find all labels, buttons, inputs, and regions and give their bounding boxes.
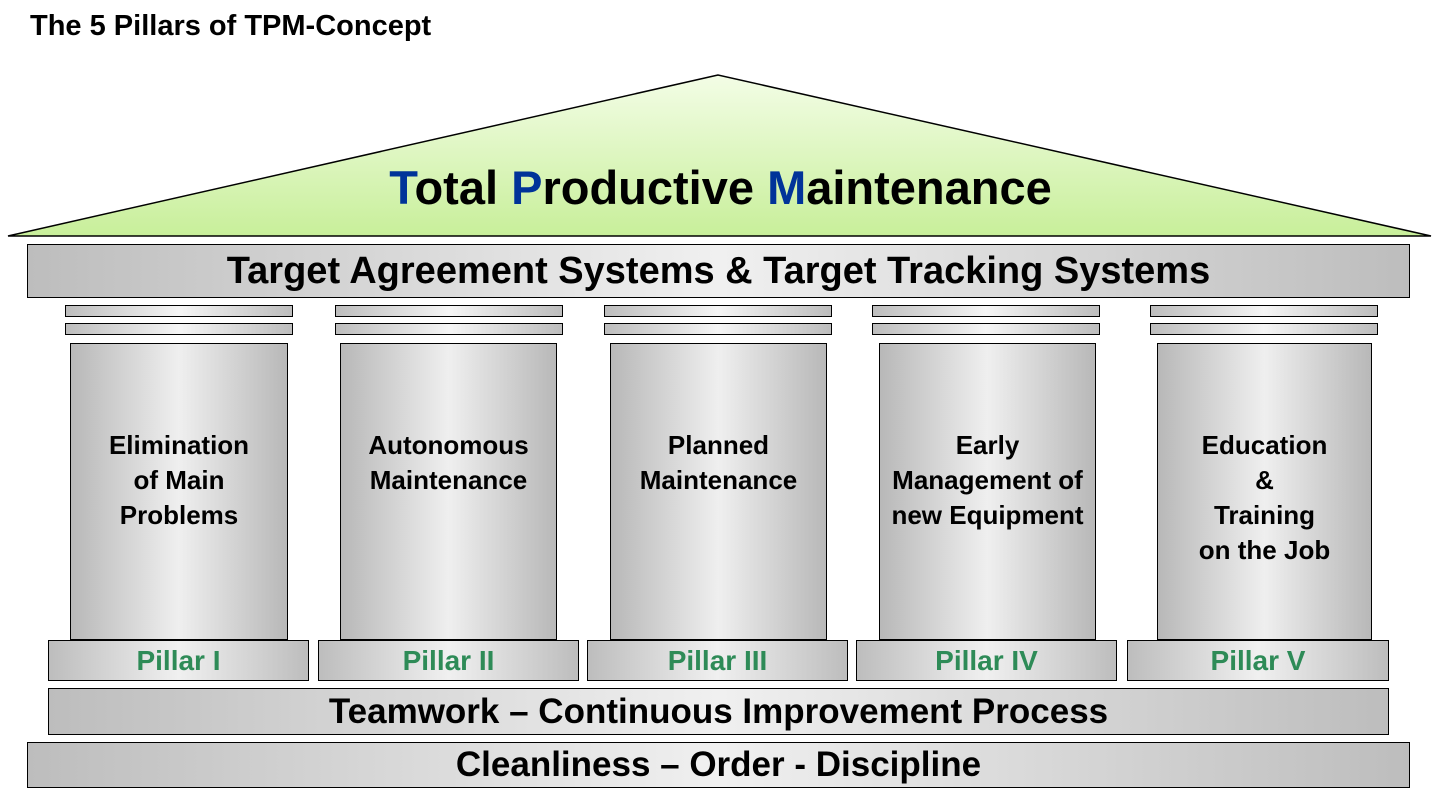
pillar-3-shaft: Planned Maintenance [610,343,827,640]
pillar-1-line: Elimination [108,430,250,460]
roof-initial-t: T [389,161,415,214]
pillar-1-shaft: Elimination of Main Problems [70,343,288,640]
pillar-5-shaft: Education & Training on the Job [1157,343,1372,640]
roof-word-2: roductive [542,161,754,214]
pillar-1-line: of Main [133,465,225,495]
pillar-2-line: Autonomous [368,430,529,460]
pillar-2-text: Autonomous Maintenance [368,428,528,639]
target-systems-beam: Target Agreement Systems & Target Tracki… [27,244,1410,298]
pillar-2-shaft: Autonomous Maintenance [340,343,557,640]
roof-initial-p: P [511,161,543,214]
page-title: The 5 Pillars of TPM-Concept [30,10,432,42]
pillar-4-line: Management of [892,465,1083,495]
pillar-1-label: Pillar I [136,644,221,676]
pillar-2-label: Pillar II [402,644,495,676]
teamwork-beam: Teamwork – Continuous Improvement Proces… [48,688,1389,735]
pillar-5-line: Training [1213,500,1316,530]
pillar-2-base: Pillar II [318,640,579,681]
pillar-2-line: Maintenance [369,465,528,495]
pillar-4-capital-bottom [872,323,1100,335]
pillar-3-capital-top [604,305,832,317]
pillar-4-base: Pillar IV [856,640,1117,681]
pillar-1-line: Problems [119,500,239,530]
pillar-3-text: Planned Maintenance [640,428,798,639]
pillar-1-capital-bottom [65,323,293,335]
pillar-1-base: Pillar I [48,640,309,681]
pillar-2-capital-top [335,305,563,317]
roof-initial-m: M [767,161,807,214]
foundation-beam: Cleanliness – Order - Discipline [27,742,1410,788]
pillar-5-capital-top [1150,305,1378,317]
pillar-5-text: Education & Training on the Job [1199,428,1330,639]
pillar-5-base: Pillar V [1127,640,1389,681]
roof-word-3: aintenance [806,161,1052,214]
pillar-5-line: on the Job [1198,535,1331,565]
pillar-4-text: Early Management of new Equipment [891,428,1083,639]
pillar-5-label: Pillar V [1210,644,1306,676]
pillar-3-line: Planned [667,430,770,460]
pillar-1-capital-top [65,305,293,317]
pillar-3-capital-bottom [604,323,832,335]
roof-title: Total Productive Maintenance [0,160,1441,215]
pillar-4-capital-top [872,305,1100,317]
pillar-5-capital-bottom [1150,323,1378,335]
foundation-label: Cleanliness – Order - Discipline [455,745,982,784]
pillar-3-base: Pillar III [587,640,848,681]
pillar-3-line: Maintenance [639,465,798,495]
pillar-3-label: Pillar III [667,644,768,676]
pillar-5-line: & [1255,465,1274,495]
pillar-4-shaft: Early Management of new Equipment [879,343,1096,640]
roof-triangle [7,74,1432,237]
target-systems-label: Target Agreement Systems & Target Tracki… [226,249,1211,292]
teamwork-label: Teamwork – Continuous Improvement Proces… [328,691,1109,731]
pillar-4-line: new Equipment [891,500,1084,530]
pillar-5-line: Education [1201,430,1328,460]
pillar-2-capital-bottom [335,323,563,335]
pillar-4-label: Pillar IV [935,644,1038,676]
pillar-1-text: Elimination of Main Problems [109,428,249,639]
pillar-4-line: Early [955,430,1020,460]
roof-word-1: otal [414,161,499,214]
